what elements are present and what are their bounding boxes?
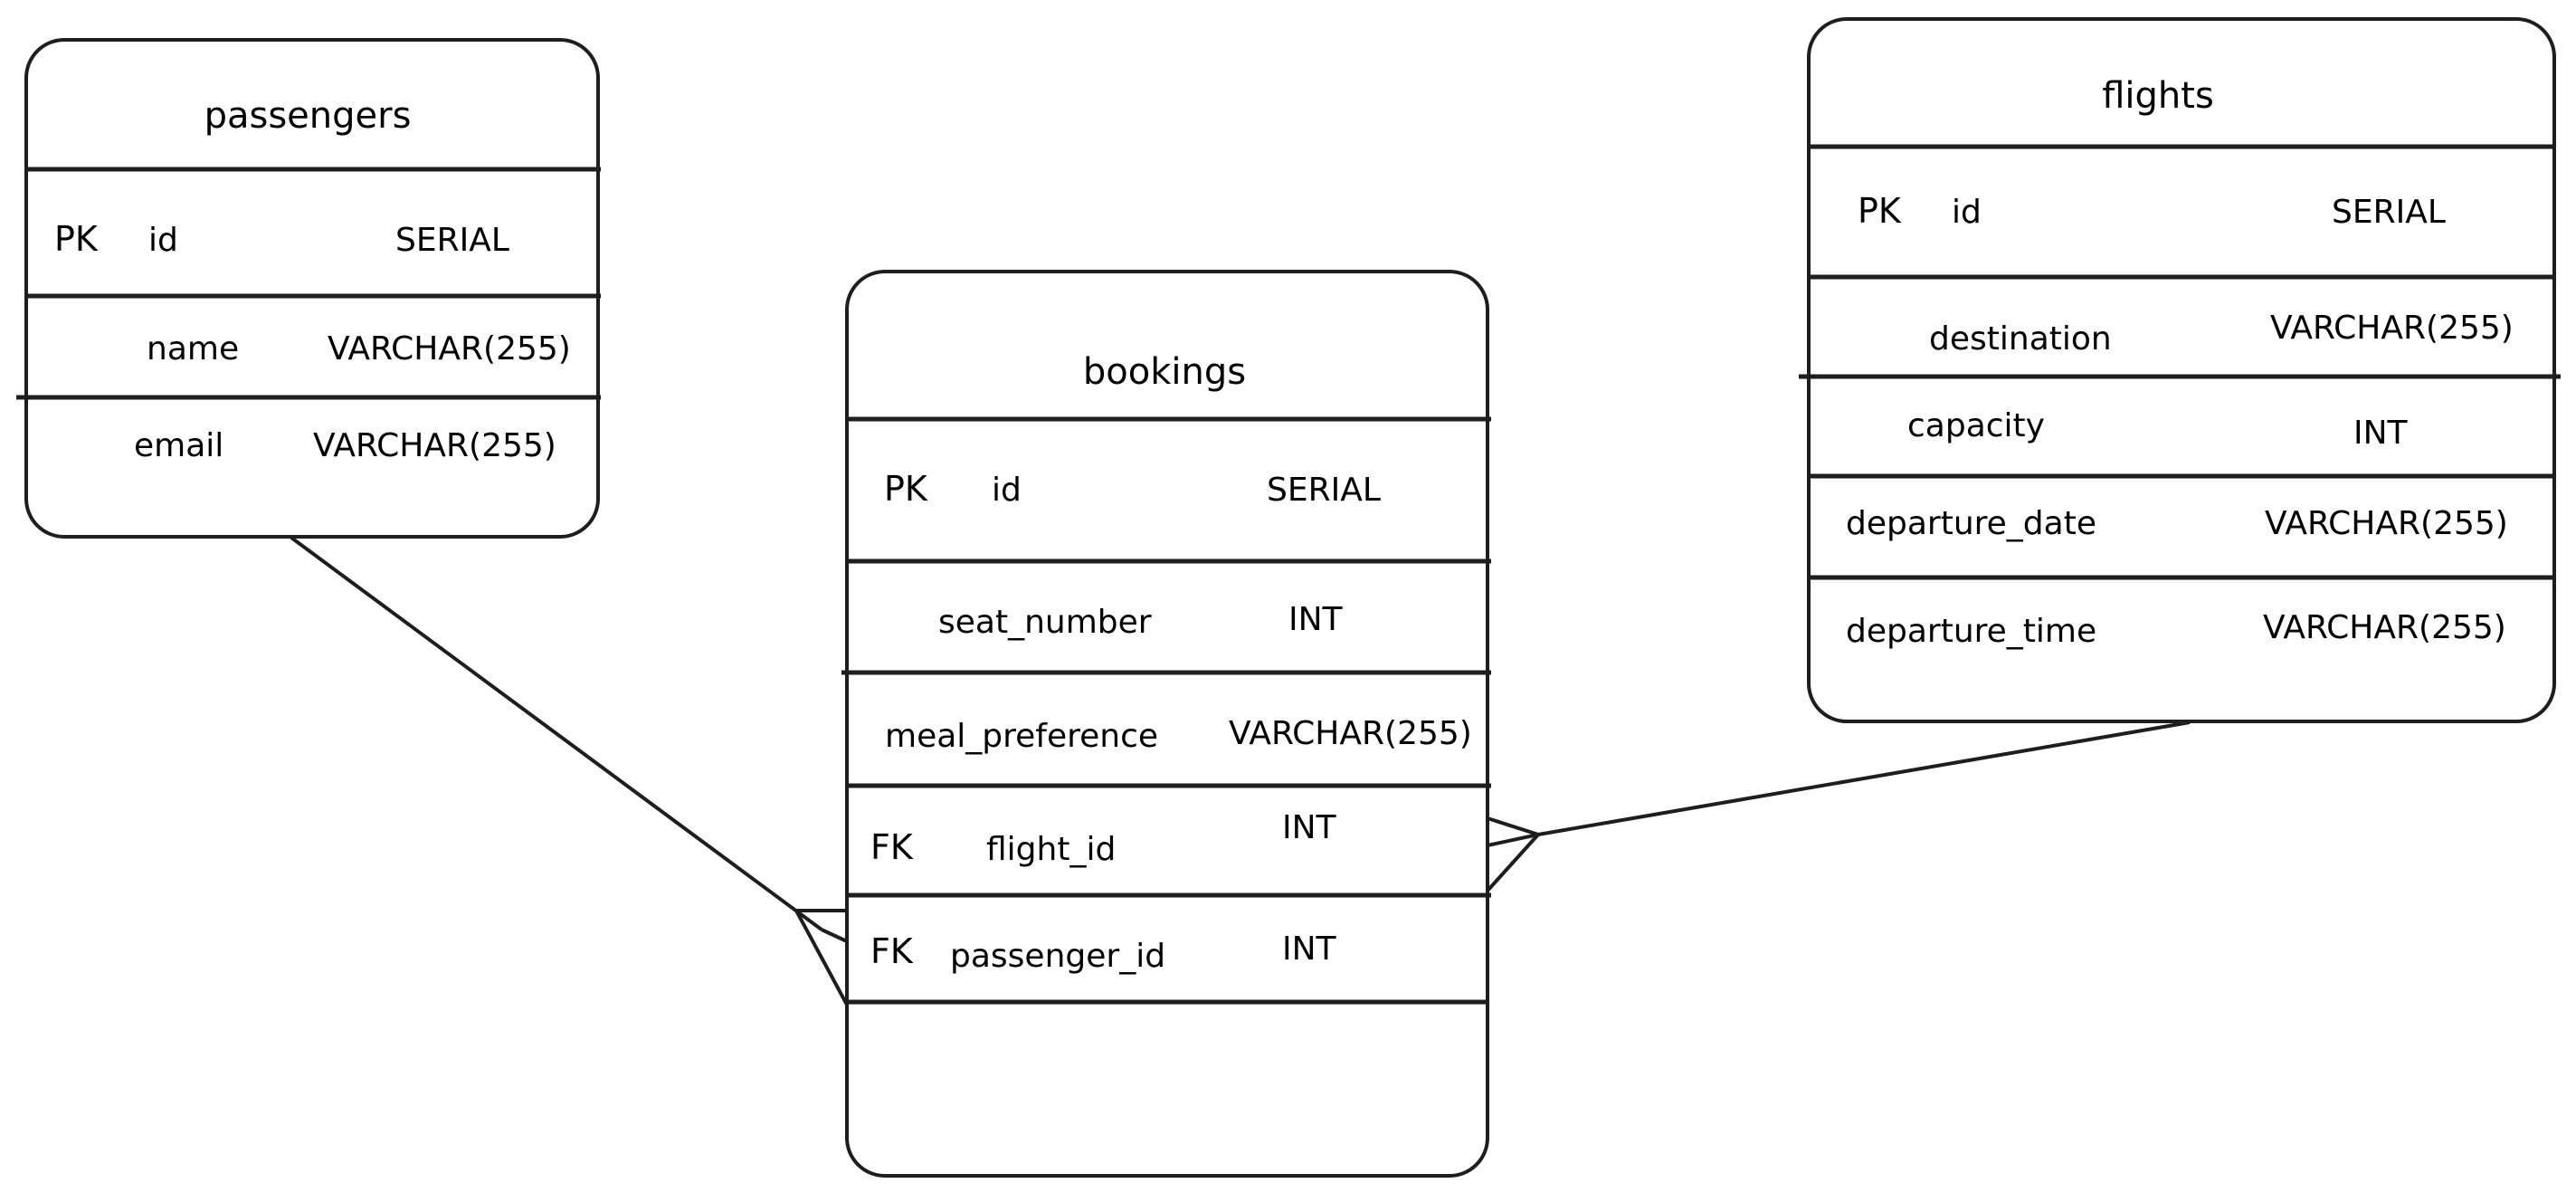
crows-foot-icon [821, 928, 848, 943]
table-row: name VARCHAR(255) [147, 330, 571, 367]
table-bookings-box [845, 270, 1489, 1178]
column-name: id [148, 222, 178, 259]
column-name: email [134, 427, 223, 464]
key-label: PK [1858, 191, 1902, 231]
crows-foot-icon [793, 909, 849, 1006]
column-name: passenger_id [950, 938, 1165, 975]
relationship-flights-bookings[interactable] [1486, 721, 2191, 892]
column-type: SERIAL [395, 222, 509, 259]
relationship-passengers-bookings[interactable] [290, 536, 849, 1006]
column-type: INT [1282, 809, 1337, 846]
column-name: departure_date [1846, 505, 2096, 542]
column-name: id [1952, 194, 1982, 231]
column-type: INT [2353, 415, 2409, 452]
relationship-line [290, 536, 823, 931]
table-passengers[interactable]: passengers PK id SERIAL name VARCHAR(255… [16, 38, 601, 539]
column-type: VARCHAR(255) [2263, 609, 2506, 646]
table-row: FK flight_id INT [870, 809, 1337, 868]
table-row: email VARCHAR(255) [134, 427, 556, 464]
key-label: FK [870, 827, 914, 867]
table-passengers-title: passengers [204, 95, 412, 137]
table-row: PK id SERIAL [1858, 191, 2446, 231]
column-type: INT [1282, 931, 1337, 968]
column-name: capacity [1907, 407, 2045, 444]
table-row: PK id SERIAL [884, 469, 1381, 509]
column-type: VARCHAR(255) [2265, 505, 2508, 542]
relationship-line [1537, 721, 2191, 836]
column-name: destination [1929, 320, 2112, 358]
table-flights-box [1807, 17, 2556, 723]
key-label: PK [884, 469, 928, 509]
column-type: VARCHAR(255) [328, 330, 571, 367]
table-row: departure_date VARCHAR(255) [1846, 505, 2508, 542]
table-passengers-box [24, 38, 600, 539]
column-type: VARCHAR(255) [1229, 715, 1472, 752]
column-name: name [147, 330, 239, 367]
column-type: SERIAL [1267, 472, 1381, 509]
column-type: INT [1288, 601, 1344, 638]
key-label: PK [54, 219, 99, 259]
table-flights-title: flights [2102, 75, 2214, 117]
crows-foot-icon [1486, 833, 1540, 892]
table-bookings-title: bookings [1083, 351, 1246, 393]
table-bookings[interactable]: bookings PK id SERIAL seat_number INT me… [841, 270, 1491, 1178]
column-type: SERIAL [2332, 194, 2446, 231]
column-name: departure_time [1846, 613, 2096, 650]
column-name: seat_number [938, 604, 1152, 641]
table-row: meal_preference VARCHAR(255) [885, 715, 1472, 755]
key-label: FK [870, 931, 914, 971]
column-name: flight_id [986, 831, 1116, 868]
column-type: VARCHAR(255) [313, 427, 556, 464]
column-name: id [992, 472, 1022, 509]
table-row: PK id SERIAL [54, 219, 509, 259]
column-name: meal_preference [885, 718, 1158, 755]
table-row: departure_time VARCHAR(255) [1846, 609, 2506, 650]
table-row: destination VARCHAR(255) [1929, 310, 2514, 358]
table-row: seat_number INT [938, 601, 1344, 641]
table-row: FK passenger_id INT [870, 931, 1337, 975]
column-type: VARCHAR(255) [2270, 310, 2514, 347]
table-row: capacity INT [1907, 407, 2409, 452]
table-flights[interactable]: flights PK id SERIAL destination VARCHAR… [1799, 17, 2561, 723]
